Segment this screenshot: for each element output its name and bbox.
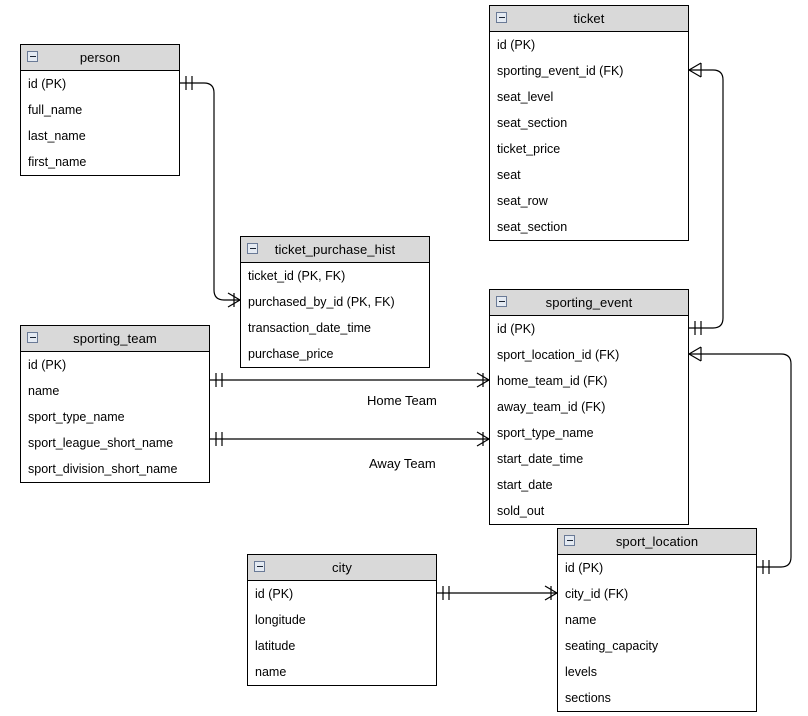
attribute-row: seat_section: [497, 220, 568, 234]
entity-ticket-purchase-hist-title: ticket_purchase_hist: [274, 242, 396, 257]
entity-sporting-event-header: sporting_event: [490, 290, 688, 316]
entity-sport-location-header: sport_location: [558, 529, 756, 555]
attribute-row: id (PK): [565, 561, 604, 575]
attribute-row: id (PK): [255, 587, 294, 601]
collapse-minus-icon[interactable]: [247, 243, 258, 254]
attribute-row: id (PK): [28, 77, 67, 91]
attribute-row: sport_type_name: [28, 410, 125, 424]
attribute-row: purchased_by_id (PK, FK): [248, 295, 395, 309]
entity-ticket-title: ticket: [573, 11, 605, 26]
attribute-row: seat_row: [497, 194, 548, 208]
attribute-row: levels: [565, 665, 597, 679]
entity-sporting-team[interactable]: sporting_team id (PK) name sport_type_na…: [20, 325, 210, 483]
attribute-row: city_id (FK): [565, 587, 629, 601]
attribute-row: last_name: [28, 129, 86, 143]
attribute-row: name: [565, 613, 597, 627]
entity-sport-location[interactable]: sport_location id (PK) city_id (FK) name…: [557, 528, 757, 712]
entity-person-title: person: [79, 50, 121, 65]
entity-sporting-team-title: sporting_team: [73, 331, 157, 346]
attribute-row: start_date: [497, 478, 553, 492]
edge-label-away-team: Away Team: [369, 456, 436, 471]
attribute-row: sporting_event_id (FK): [497, 64, 624, 78]
attribute-row: purchase_price: [248, 347, 334, 361]
attribute-row: first_name: [28, 155, 87, 169]
edge-person-to-ticket-purchase-hist: [180, 76, 241, 308]
edge-city-to-sport-location: [437, 585, 558, 601]
attribute-row: sport_league_short_name: [28, 436, 174, 450]
attribute-row: id (PK): [497, 38, 536, 52]
entity-sporting-team-header: sporting_team: [21, 326, 209, 352]
collapse-minus-icon[interactable]: [27, 51, 38, 62]
attribute-row: sport_location_id (FK): [497, 348, 620, 362]
collapse-minus-icon[interactable]: [27, 332, 38, 343]
entity-city-header: city: [248, 555, 436, 581]
attribute-row: longitude: [255, 613, 306, 627]
entity-sporting-event-title: sporting_event: [545, 295, 633, 310]
attribute-row: start_date_time: [497, 452, 584, 466]
entity-ticket-purchase-hist-header: ticket_purchase_hist: [241, 237, 429, 263]
attribute-row: latitude: [255, 639, 296, 653]
collapse-minus-icon[interactable]: [496, 296, 507, 307]
attribute-row: seating_capacity: [565, 639, 659, 653]
edge-ticket-to-sporting-event: [688, 62, 724, 335]
attribute-row: seat: [497, 168, 521, 182]
entity-person-header: person: [21, 45, 179, 71]
entity-sport-location-title: sport_location: [615, 534, 699, 549]
collapse-minus-icon[interactable]: [564, 535, 575, 546]
entity-ticket-purchase-hist[interactable]: ticket_purchase_hist ticket_id (PK, FK) …: [240, 236, 430, 368]
edge-label-home-team: Home Team: [367, 393, 437, 408]
attribute-row: ticket_price: [497, 142, 561, 156]
attribute-row: seat_level: [497, 90, 554, 104]
entity-ticket[interactable]: ticket id (PK) sporting_event_id (FK) se…: [489, 5, 689, 241]
attribute-row: sport_division_short_name: [28, 462, 178, 476]
attribute-row: sections: [565, 691, 611, 705]
attribute-row: name: [255, 665, 287, 679]
collapse-minus-icon[interactable]: [496, 12, 507, 23]
attribute-row: transaction_date_time: [248, 321, 371, 335]
entity-city-title: city: [332, 560, 352, 575]
attribute-row: id (PK): [497, 322, 536, 336]
attribute-row: id (PK): [28, 358, 67, 372]
entity-sporting-event[interactable]: sporting_event id (PK) sport_location_id…: [489, 289, 689, 525]
attribute-row: home_team_id (FK): [497, 374, 608, 388]
attribute-row: away_team_id (FK): [497, 400, 606, 414]
edge-away-team: [210, 431, 490, 447]
entity-city[interactable]: city id (PK) longitude latitude name: [247, 554, 437, 686]
collapse-minus-icon[interactable]: [254, 561, 265, 572]
attribute-row: ticket_id (PK, FK): [248, 269, 346, 283]
attribute-row: sport_type_name: [497, 426, 594, 440]
attribute-row: full_name: [28, 103, 83, 117]
entity-ticket-header: ticket: [490, 6, 688, 32]
entity-person[interactable]: person id (PK) full_name last_name first…: [20, 44, 180, 176]
edge-home-team: [210, 372, 490, 388]
attribute-row: sold_out: [497, 504, 545, 518]
attribute-row: name: [28, 384, 60, 398]
attribute-row: seat_section: [497, 116, 568, 130]
